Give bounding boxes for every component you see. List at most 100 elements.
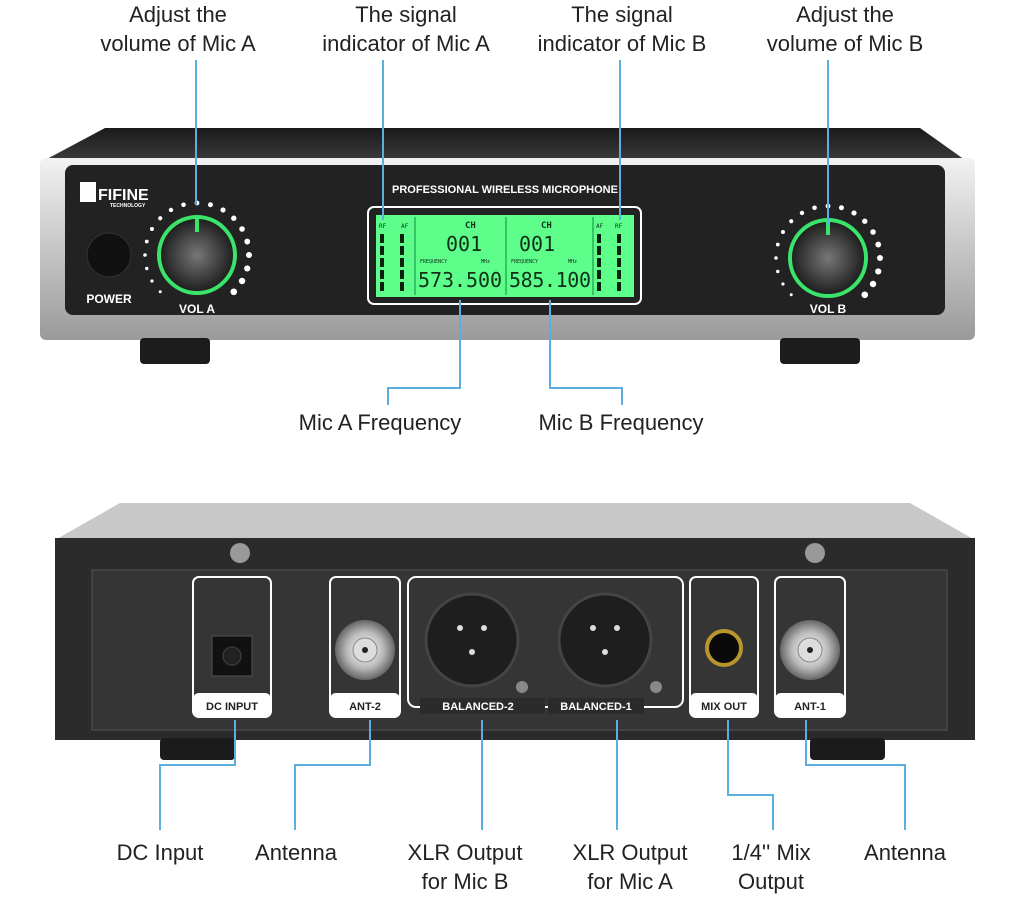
volume-tick	[851, 210, 857, 216]
lcd-frequency-b: FREQUENCY	[511, 259, 538, 265]
mix-out-jack[interactable]	[705, 629, 743, 667]
signal-bar	[617, 270, 621, 279]
lcd-rf-a: RF	[379, 223, 387, 230]
volume-tick	[231, 215, 237, 221]
volume-tick	[144, 239, 149, 244]
callout-text: Antenna	[255, 840, 337, 865]
panel-title: PROFESSIONAL WIRELESS MICROPHONE	[392, 184, 618, 196]
volume-tick	[145, 266, 149, 271]
callout-text: for Mic A	[587, 869, 673, 894]
volume-tick	[870, 229, 876, 235]
callout-text: The signal	[355, 2, 457, 27]
signal-bar	[617, 246, 621, 255]
signal-bar	[597, 234, 601, 243]
signal-bar	[380, 234, 384, 243]
volume-tick	[869, 280, 877, 288]
signal-bar	[380, 258, 384, 267]
ant-2-label: ANT-2	[349, 701, 381, 713]
volume-tick	[838, 205, 844, 211]
signal-bar	[597, 258, 601, 267]
signal-bar	[400, 246, 404, 255]
volume-tick	[861, 291, 869, 299]
lcd-frequency-a: FREQUENCY	[420, 259, 447, 265]
volume-tick	[168, 207, 174, 213]
callout-text: Antenna	[864, 840, 946, 865]
volume-tick	[149, 227, 154, 231]
callout-text: XLR Output	[572, 840, 688, 865]
signal-bar	[400, 282, 404, 291]
volume-tick	[158, 290, 162, 294]
lcd-af-b: AF	[596, 223, 604, 230]
balanced-1-label: BALANCED-1	[560, 701, 632, 713]
xlr-balanced-2[interactable]	[424, 592, 520, 688]
vol-b-label: VOL B	[810, 302, 847, 316]
mix-out-label: MIX OUT	[701, 701, 747, 713]
vol-a-label: VOL A	[179, 302, 215, 316]
signal-bar	[597, 246, 601, 255]
lcd-freq-a: 573.500	[418, 268, 502, 292]
lcd-mhz-a: MHz	[481, 259, 490, 265]
vol-b-knob[interactable]	[774, 203, 883, 299]
lcd-mhz-b: MHz	[568, 259, 577, 265]
callout-text: Adjust the	[129, 2, 227, 27]
callout-text: XLR Output	[407, 840, 523, 865]
signal-bar	[597, 270, 601, 279]
fifine-logo: FIFINE TECHNOLOGY	[80, 182, 149, 209]
callout-text: 1/4'' Mix	[731, 840, 811, 865]
volume-tick	[181, 202, 186, 208]
lcd-channel-a: 001	[446, 232, 482, 256]
volume-tick	[207, 202, 213, 208]
volume-tick	[875, 268, 882, 275]
volume-tick	[143, 253, 147, 257]
signal-bar	[380, 282, 384, 291]
volume-tick	[775, 242, 780, 247]
back-unit: DC INPUT ANT-2 BALANCED-2 BALANCED-1 MIX…	[55, 503, 975, 760]
brand-logo-text: FIFINE	[98, 187, 149, 204]
volume-tick	[789, 293, 793, 297]
callout-text: DC Input	[116, 840, 204, 865]
dc-input-label: DC INPUT	[206, 701, 258, 713]
callout-text: Output	[737, 869, 805, 894]
signal-bar	[380, 246, 384, 255]
lcd-channel-b: 001	[519, 232, 555, 256]
volume-tick	[158, 216, 163, 221]
callout-lines	[159, 60, 906, 830]
signal-bar	[400, 234, 404, 243]
ant-1-label: ANT-1	[794, 701, 826, 713]
volume-tick	[875, 241, 882, 248]
power-label: POWER	[86, 292, 132, 306]
volume-tick	[789, 219, 794, 224]
callout-text: indicator of Mic A	[322, 31, 490, 56]
vol-a-knob[interactable]	[143, 200, 252, 296]
callout-antenna-1: Antenna	[864, 838, 946, 867]
volume-tick	[862, 218, 868, 224]
volume-tick	[776, 269, 780, 274]
signal-bar	[380, 270, 384, 279]
volume-tick	[799, 210, 805, 216]
xlr-balanced-1[interactable]	[557, 592, 653, 688]
callout-text: volume of Mic A	[100, 31, 256, 56]
volume-tick	[238, 277, 246, 285]
volume-tick	[781, 282, 785, 286]
volume-tick	[230, 288, 238, 296]
callout-antenna-2: Antenna	[255, 838, 337, 867]
callout-mic-a-frequency: Mic A Frequency	[298, 410, 462, 435]
lcd-freq-b: 585.100	[509, 268, 591, 292]
volume-tick	[220, 207, 226, 213]
power-button[interactable]	[86, 232, 132, 278]
brand-sub-text: TECHNOLOGY	[110, 203, 146, 209]
signal-bar	[617, 282, 621, 291]
lcd-rf-b: RF	[615, 223, 623, 230]
callout-mic-b-frequency: Mic B Frequency	[538, 410, 704, 435]
volume-tick	[244, 238, 251, 245]
callout-vol-a: Adjust the volume of Mic A	[100, 0, 255, 58]
balanced-2-label: BALANCED-2	[442, 701, 514, 713]
callout-text: The signal	[571, 2, 673, 27]
callout-text: Adjust the	[796, 2, 894, 27]
signal-bar	[400, 258, 404, 267]
